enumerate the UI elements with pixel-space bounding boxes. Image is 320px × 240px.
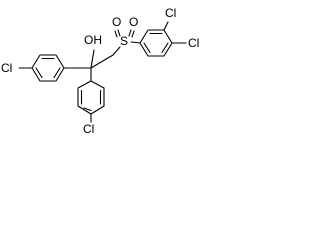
s-o-double-bond <box>131 30 135 38</box>
left-ring-double-bond <box>53 67 61 79</box>
sulfonyl-oxygen-label: O <box>112 15 121 29</box>
chlorine-left-label: Cl <box>1 61 12 75</box>
bottom-ring-double-bond <box>83 107 92 112</box>
chlorine-ring-3-label: Cl <box>165 6 176 20</box>
bond-ch2-s <box>112 46 121 56</box>
structure-canvas: Cl OH O O S Cl Cl Cl <box>0 0 207 143</box>
bond-c-oh <box>90 49 95 69</box>
s-o-double-bond <box>117 29 121 37</box>
background <box>0 0 207 143</box>
bottom-chlorophenyl-ring <box>77 80 105 123</box>
chlorine-bottom-label: Cl <box>83 122 94 136</box>
right-ring-double-bond <box>143 42 151 54</box>
s-o-double-bond <box>114 30 118 38</box>
s-o-double-bond <box>128 29 132 37</box>
sulfonyl-oxygen-label: O <box>129 15 138 29</box>
chlorine-ring-4-label: Cl <box>188 36 199 50</box>
right-ring-double-bond <box>161 42 169 54</box>
structure-diagram: Cl OH O O S Cl Cl Cl <box>0 0 207 143</box>
dichlorophenyl-ring <box>139 21 187 57</box>
bond-s-ring <box>130 41 141 44</box>
central-chain <box>63 46 121 82</box>
bond-c-ch2 <box>90 54 114 69</box>
left-ring-double-bond <box>35 67 43 79</box>
left-chlorophenyl-ring <box>18 54 65 82</box>
cl-bond-ring-3 <box>163 21 169 31</box>
hydroxyl-label: OH <box>84 33 102 47</box>
sulfonyl-group <box>114 29 141 44</box>
sulfur-label: S <box>120 34 128 48</box>
